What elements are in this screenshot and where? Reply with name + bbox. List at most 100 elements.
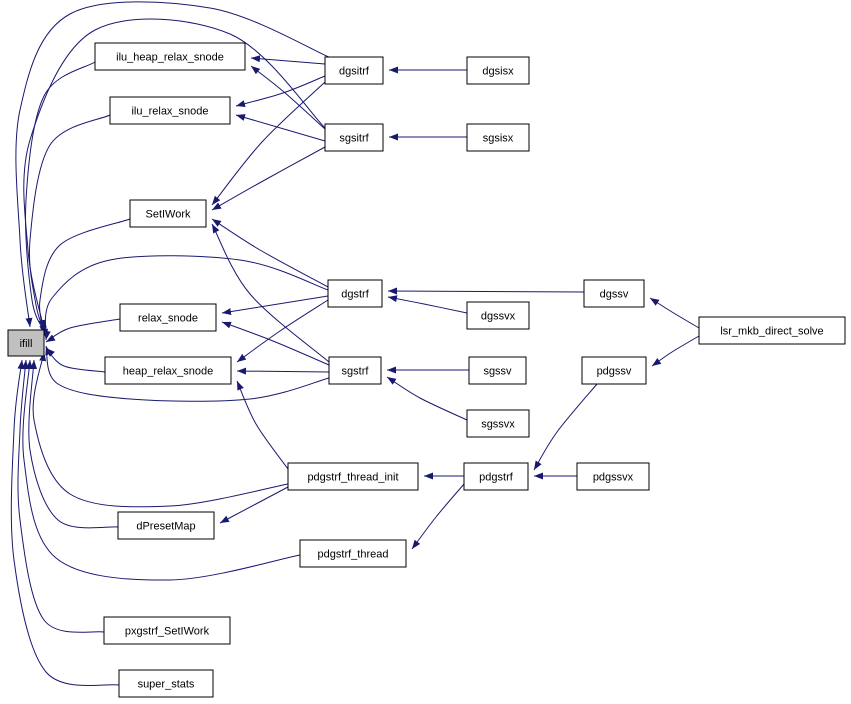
node-label-pdgssvx: pdgssvx xyxy=(593,472,634,484)
node-box-dgsisx[interactable] xyxy=(466,56,530,85)
edge-pdgstrf_thread_init-to-dPresetMap xyxy=(219,486,289,524)
node-label-sgsitrf: sgsitrf xyxy=(339,133,369,145)
node-label-dgssvx: dgssvx xyxy=(481,311,516,323)
edge-dgssvx-to-dgstrf xyxy=(387,295,468,314)
edge-ilu_heap_relax_snode-to-ifill xyxy=(25,61,96,334)
edge-pxgstrf_SetIWork-to-ifill xyxy=(17,359,105,633)
node-pdgssvx[interactable]: pdgssvx xyxy=(576,462,650,491)
node-label-sgssvx: sgssvx xyxy=(481,419,515,431)
edge-ilu_relax_snode-to-ifill xyxy=(29,114,111,336)
node-label-sgsisx: sgsisx xyxy=(483,133,514,145)
edge-dgstrf-to-SetIWork xyxy=(211,218,329,288)
node-label-pdgstrf_thread: pdgstrf_thread xyxy=(318,549,389,561)
node-label-dPresetMap: dPresetMap xyxy=(136,521,195,533)
node-box-relax_snode[interactable] xyxy=(119,303,217,332)
edge-super_stats-to-ifill xyxy=(10,359,120,686)
edge-sgsitrf-to-SetIWork xyxy=(211,146,326,211)
node-label-pdgstrf_thread_init: pdgstrf_thread_init xyxy=(307,472,398,484)
edge-heap_relax_snode-to-ifill xyxy=(45,347,106,373)
node-box-pxgstrf_SetIWork[interactable] xyxy=(103,616,231,645)
node-label-heap_relax_snode: heap_relax_snode xyxy=(123,366,214,378)
node-box-SetIWork[interactable] xyxy=(129,199,207,228)
node-sgsisx[interactable]: sgsisx xyxy=(466,123,530,152)
node-box-super_stats[interactable] xyxy=(118,669,214,698)
node-label-pdgstrf: pdgstrf xyxy=(479,472,514,484)
node-relax_snode[interactable]: relax_snode xyxy=(119,303,217,332)
node-lsr_mkb_direct_solve[interactable]: lsr_mkb_direct_solve xyxy=(698,316,846,345)
node-sgssv[interactable]: sgssv xyxy=(468,356,527,385)
edge-sgsitrf-to-ilu_heap_relax_snode xyxy=(250,65,326,130)
node-label-sgssv: sgssv xyxy=(483,366,512,378)
node-box-dgssv[interactable] xyxy=(583,279,645,308)
edge-pdgstrf-to-pdgstrf_thread xyxy=(411,483,465,550)
edge-sgstrf-to-relax_snode xyxy=(221,321,330,366)
nodes-layer: ifill ilu_heap_relax_snode ilu_relax_snode… xyxy=(7,42,846,698)
node-label-dgssv: dgssv xyxy=(600,289,629,301)
edge-sgstrf-to-SetIWork xyxy=(211,223,330,363)
node-pdgssv[interactable]: pdgssv xyxy=(581,356,647,385)
node-box-dgstrf[interactable] xyxy=(327,279,383,308)
node-sgsitrf[interactable]: sgsitrf xyxy=(324,123,384,152)
node-SetIWork[interactable]: SetIWork xyxy=(129,199,207,228)
node-label-relax_snode: relax_snode xyxy=(138,313,198,325)
edge-lsr_mkb_direct_solve-to-dgssv xyxy=(649,297,700,329)
node-dgssv[interactable]: dgssv xyxy=(583,279,645,308)
node-pdgstrf_thread[interactable]: pdgstrf_thread xyxy=(299,539,407,568)
node-sgstrf[interactable]: sgstrf xyxy=(328,356,382,385)
edge-relax_snode-to-ifill xyxy=(45,318,121,343)
node-dgsisx[interactable]: dgsisx xyxy=(466,56,530,85)
edges-layer xyxy=(10,1,700,686)
node-box-dPresetMap[interactable] xyxy=(117,511,215,540)
node-label-lsr_mkb_direct_solve: lsr_mkb_direct_solve xyxy=(720,326,823,338)
node-box-sgssvx[interactable] xyxy=(466,409,530,438)
edge-dgstrf-to-heap_relax_snode xyxy=(236,299,329,363)
node-box-sgssv[interactable] xyxy=(468,356,527,385)
node-box-dgsitrf[interactable] xyxy=(324,56,384,85)
node-dgstrf[interactable]: dgstrf xyxy=(327,279,383,308)
node-box-pdgstrf_thread_init[interactable] xyxy=(287,462,419,491)
node-label-super_stats: super_stats xyxy=(138,679,195,691)
edge-dPresetMap-to-ifill xyxy=(28,359,119,529)
node-super_stats[interactable]: super_stats xyxy=(118,669,214,698)
node-pxgstrf_SetIWork[interactable]: pxgstrf_SetIWork xyxy=(103,616,231,645)
node-dPresetMap[interactable]: dPresetMap xyxy=(117,511,215,540)
node-label-ilu_relax_snode: ilu_relax_snode xyxy=(131,106,208,118)
node-box-sgsisx[interactable] xyxy=(466,123,530,152)
edge-pdgstrf_thread_init-to-ifill xyxy=(32,351,289,508)
node-label-sgstrf: sgstrf xyxy=(342,366,370,378)
node-ifill: ifill xyxy=(7,329,45,357)
node-box-pdgstrf[interactable] xyxy=(463,462,529,491)
node-heap_relax_snode[interactable]: heap_relax_snode xyxy=(104,356,232,385)
node-box-sgstrf[interactable] xyxy=(328,356,382,385)
edge-SetIWork-to-ifill xyxy=(39,218,131,339)
edge-sgsitrf-to-ilu_relax_snode xyxy=(235,114,326,142)
node-label-pdgssv: pdgssv xyxy=(597,366,632,378)
node-pdgstrf[interactable]: pdgstrf xyxy=(463,462,529,491)
edge-dgsitrf-to-ilu_relax_snode xyxy=(235,75,326,107)
node-box-pdgssvx[interactable] xyxy=(576,462,650,491)
node-box-ilu_heap_relax_snode[interactable] xyxy=(94,42,246,71)
node-box-sgsitrf[interactable] xyxy=(324,123,384,152)
node-ilu_heap_relax_snode[interactable]: ilu_heap_relax_snode xyxy=(94,42,246,71)
edge-dgstrf-to-relax_snode xyxy=(221,295,329,316)
node-sgssvx[interactable]: sgssvx xyxy=(466,409,530,438)
edge-sgstrf-to-ifill xyxy=(45,345,330,402)
node-box-pdgssv[interactable] xyxy=(581,356,647,385)
node-dgssvx[interactable]: dgssvx xyxy=(466,301,530,330)
node-box-heap_relax_snode[interactable] xyxy=(104,356,232,385)
node-label-SetIWork: SetIWork xyxy=(145,209,191,221)
edge-dgsitrf-to-ilu_heap_relax_snode xyxy=(250,55,326,65)
node-pdgstrf_thread_init[interactable]: pdgstrf_thread_init xyxy=(287,462,419,491)
node-box-lsr_mkb_direct_solve[interactable] xyxy=(698,316,846,345)
node-ilu_relax_snode[interactable]: ilu_relax_snode xyxy=(109,96,231,125)
node-dgsitrf[interactable]: dgsitrf xyxy=(324,56,384,85)
edge-dgssv-to-dgstrf xyxy=(387,287,585,295)
node-box-ilu_relax_snode[interactable] xyxy=(109,96,231,125)
node-label-pxgstrf_SetIWork: pxgstrf_SetIWork xyxy=(125,626,210,638)
node-box-pdgstrf_thread[interactable] xyxy=(299,539,407,568)
node-box-dgssvx[interactable] xyxy=(466,301,530,330)
node-label-ilu_heap_relax_snode: ilu_heap_relax_snode xyxy=(116,52,224,64)
edge-sgsitrf-to-ifill xyxy=(23,18,326,330)
edge-pdgssv-to-pdgstrf xyxy=(533,383,598,471)
